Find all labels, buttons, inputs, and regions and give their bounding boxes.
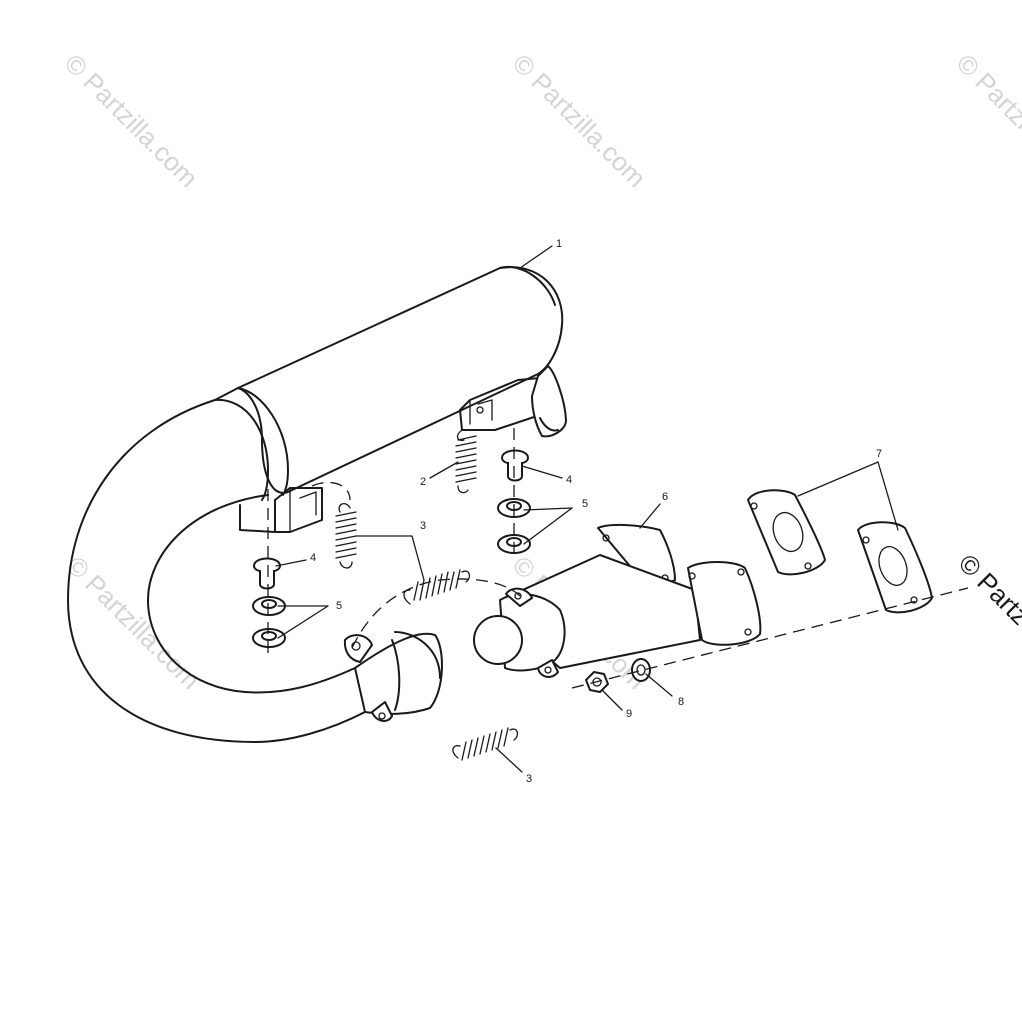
callout-spring-left: 3 bbox=[420, 520, 427, 532]
washers-left bbox=[252, 596, 286, 648]
callout-gaskets: 7 bbox=[876, 448, 883, 460]
callout-spring-upper: 2 bbox=[420, 476, 427, 488]
spring-middle bbox=[403, 569, 471, 605]
spring-left bbox=[335, 503, 357, 569]
callout-washer-nut: 8 bbox=[678, 696, 685, 708]
callout-grommet-right: 4 bbox=[566, 474, 573, 486]
pipe-inlet-flange bbox=[343, 631, 443, 722]
leader-lines bbox=[275, 245, 899, 773]
spring-lower bbox=[452, 727, 519, 761]
exhaust-manifold bbox=[473, 523, 762, 678]
washer-nut bbox=[631, 658, 651, 682]
callout-washers-left: 5 bbox=[336, 600, 343, 612]
assembly-lines bbox=[267, 428, 969, 689]
grommet-left bbox=[253, 557, 281, 590]
callout-grommet-left: 4 bbox=[310, 552, 317, 564]
spring-upper bbox=[455, 429, 477, 494]
grommet-right bbox=[501, 449, 529, 482]
callout-nut: 9 bbox=[626, 708, 633, 720]
callout-manifold: 6 bbox=[662, 491, 669, 503]
gaskets bbox=[747, 489, 933, 614]
callout-muffler: 1 bbox=[556, 238, 563, 250]
muffler-assembly bbox=[67, 265, 567, 743]
callout-washers-right: 5 bbox=[582, 498, 589, 510]
callout-spring-lower: 3 bbox=[526, 773, 533, 785]
